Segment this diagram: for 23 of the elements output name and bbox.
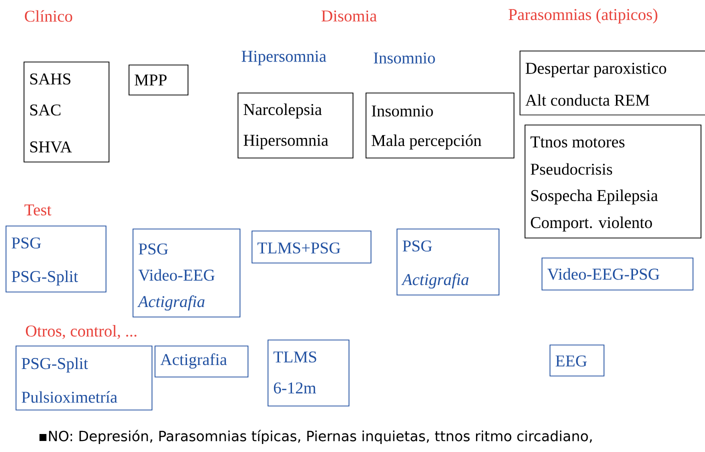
- text-box: Insomnio Mala percepción: [366, 92, 514, 158]
- section-heading: Test: [24, 204, 52, 216]
- subheading: Hipersomnia: [242, 50, 326, 66]
- text-box: TLMS+PSG: [252, 230, 372, 264]
- text-box: Despertar paroxistico Alt conducta REM: [520, 50, 705, 116]
- note: ▪NO: Depresión, Parasomnias típicas, Piernas inquietas, ttnos ritmo circadiano,: [39, 430, 592, 444]
- text-box: SAHS SAC SHVA: [24, 62, 110, 162]
- text-box: TLMS 6-12m: [268, 340, 350, 406]
- text-box: PSG Video-EEG Actigrafia: [132, 228, 240, 318]
- section-heading: Parasomnias (atipicos): [508, 8, 658, 24]
- text-box: Ttnos motores Pseudocrisis Sospecha Epilepsia Comport. violento: [524, 124, 702, 238]
- text-box: MPP: [128, 64, 188, 96]
- subheading: Insomnio: [374, 52, 435, 64]
- section-heading: Otros, control, ...: [26, 325, 136, 339]
- text-box: Video-EEG-PSG: [542, 258, 694, 290]
- text-box: Narcolepsia Hipersomnia: [238, 92, 354, 158]
- text-box: Actigrafia: [154, 346, 248, 378]
- text-box: PSG-Split Pulsioximetría: [16, 346, 152, 410]
- section-heading: Disomia: [322, 10, 377, 22]
- section-heading: Clínico: [24, 10, 72, 22]
- text-box: PSG PSG-Split: [6, 226, 106, 292]
- text-box: EEG: [550, 344, 604, 376]
- text-box: PSG Actigrafia: [396, 228, 500, 296]
